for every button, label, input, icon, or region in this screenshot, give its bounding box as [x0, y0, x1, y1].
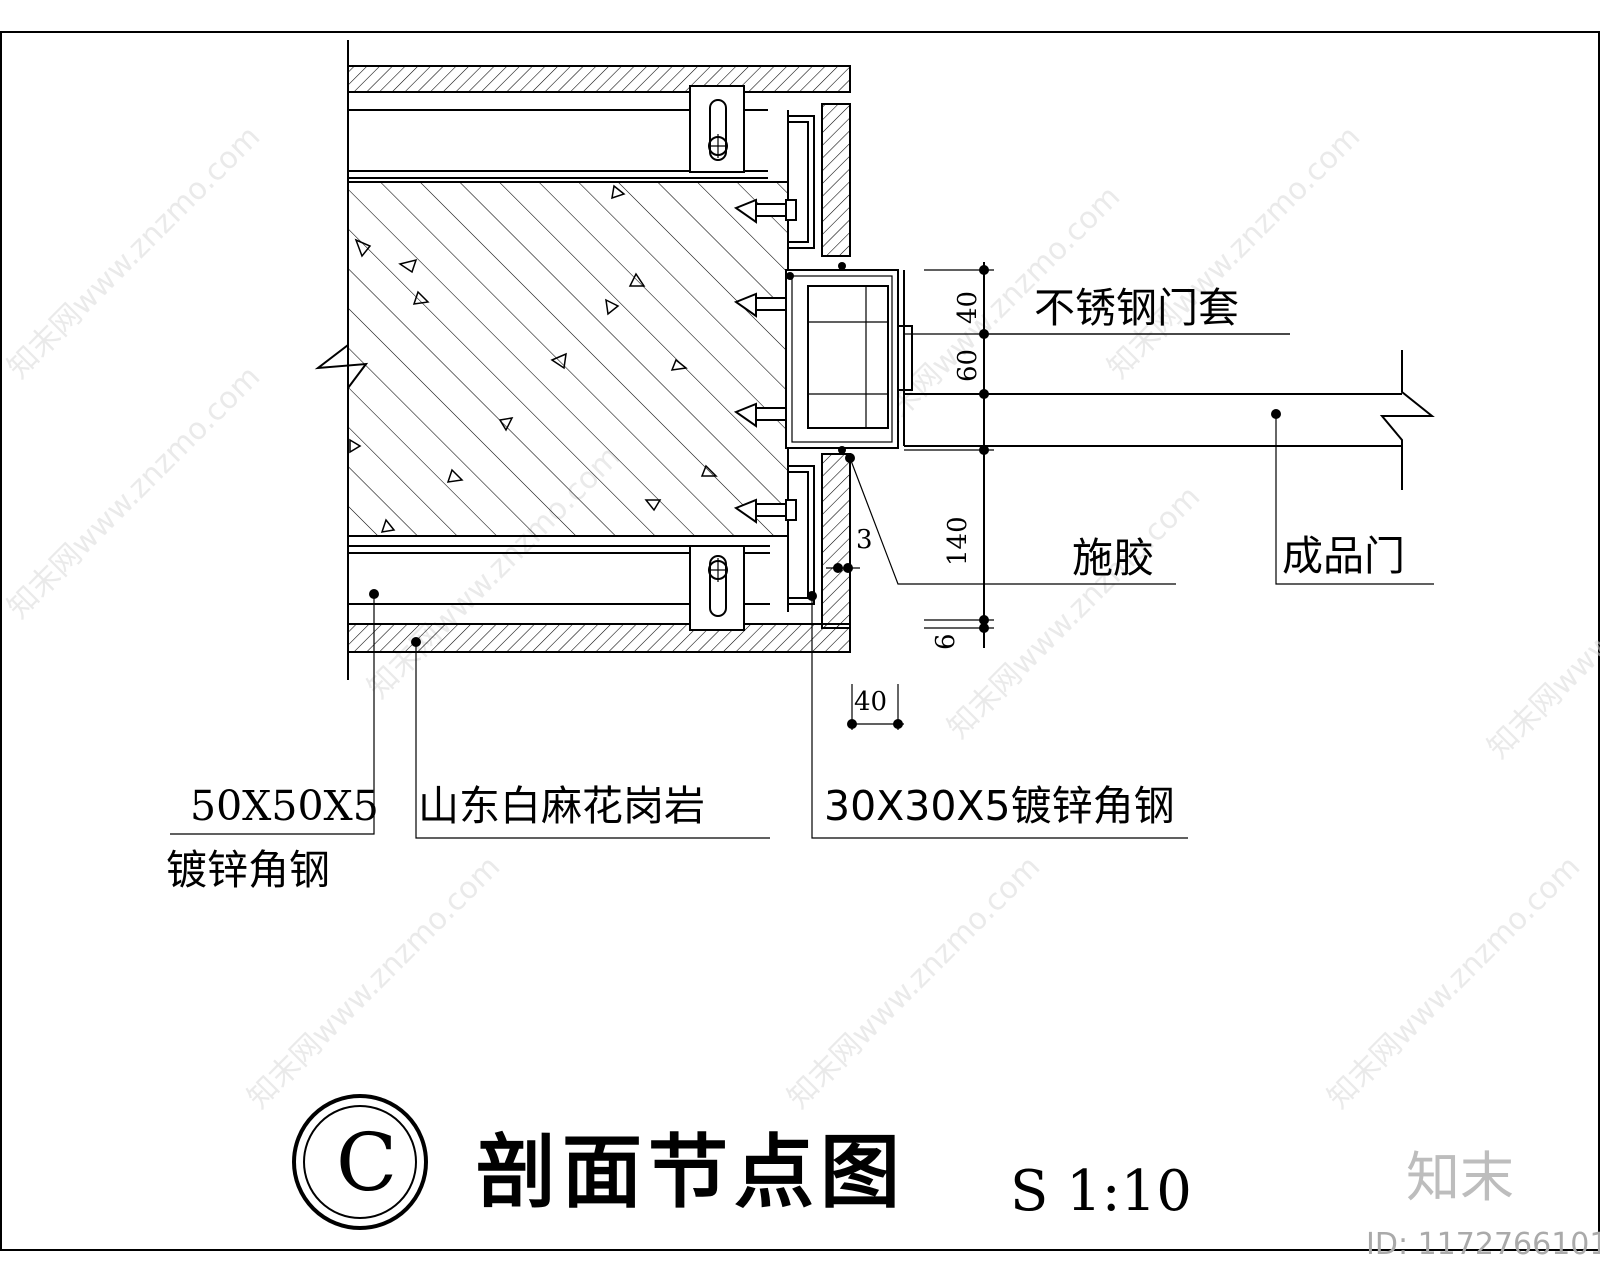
dimension-40-bottom-marks — [847, 684, 904, 730]
dimension-3: 3 — [856, 525, 873, 555]
granite-top-band — [347, 65, 851, 93]
slotted-plate-bottom — [689, 545, 745, 631]
drawing-border — [0, 31, 1600, 1251]
concrete-aggregate — [349, 184, 718, 533]
title-circle-letter: C — [336, 1116, 397, 1209]
stainless-steel-door-frame — [785, 269, 913, 449]
leader-lines — [170, 262, 1434, 839]
granite-bottom-band — [347, 623, 851, 653]
dimension-6: 6 — [931, 633, 961, 650]
watermark-text: 知末网www.znzmo.com — [1, 119, 267, 385]
dimension-140: 140 — [943, 516, 973, 566]
granite-return-top — [821, 103, 851, 257]
label-angle-30: 30X30X5镀锌角钢 — [824, 782, 1175, 830]
watermark-text: 知末网www.znzmo.com — [781, 849, 1047, 1115]
slotted-plate-top — [689, 85, 745, 173]
label-angle-50-size: 50X50X5 — [190, 782, 379, 830]
label-granite: 山东白麻花岗岩 — [418, 782, 705, 830]
label-angle-50-name: 镀锌角钢 — [166, 846, 330, 894]
brand-watermark: 知末 — [1406, 1146, 1514, 1209]
label-stainless-frame: 不锈钢门套 — [1034, 284, 1239, 332]
watermark-text: 知末网www.znzmo.com — [1, 359, 267, 625]
drawing-title: 剖面节点图 — [476, 1126, 906, 1219]
watermark-text: 知末网www.znzmo.com — [941, 479, 1207, 745]
watermark-text: 知末网www.znzmo.com — [1321, 849, 1587, 1115]
small-angle-steel-top — [787, 115, 815, 249]
dimension-60: 60 — [953, 349, 983, 382]
drawing-scale: S 1:10 — [1010, 1159, 1192, 1224]
concrete-core — [347, 181, 789, 537]
dimension-40-top: 40 — [953, 291, 983, 324]
watermark-layer: 知末网www.znzmo.com 知末网www.znzmo.com 知末网www… — [1, 119, 1600, 1115]
granite-return-bottom — [821, 453, 851, 629]
dimension-40-bottom: 40 — [854, 687, 887, 717]
image-id-watermark: ID: 1172766101 — [1366, 1227, 1600, 1262]
label-finished-door: 成品门 — [1282, 532, 1405, 580]
title-symbol — [292, 1094, 428, 1230]
watermark-text: 知末网www.znzmo.com — [1481, 499, 1600, 765]
label-glue: 施胶 — [1072, 534, 1154, 582]
gap-marker — [826, 563, 860, 573]
small-angle-steel-bottom — [787, 465, 815, 605]
watermark-text: 知末网www.znzmo.com — [1101, 119, 1367, 385]
